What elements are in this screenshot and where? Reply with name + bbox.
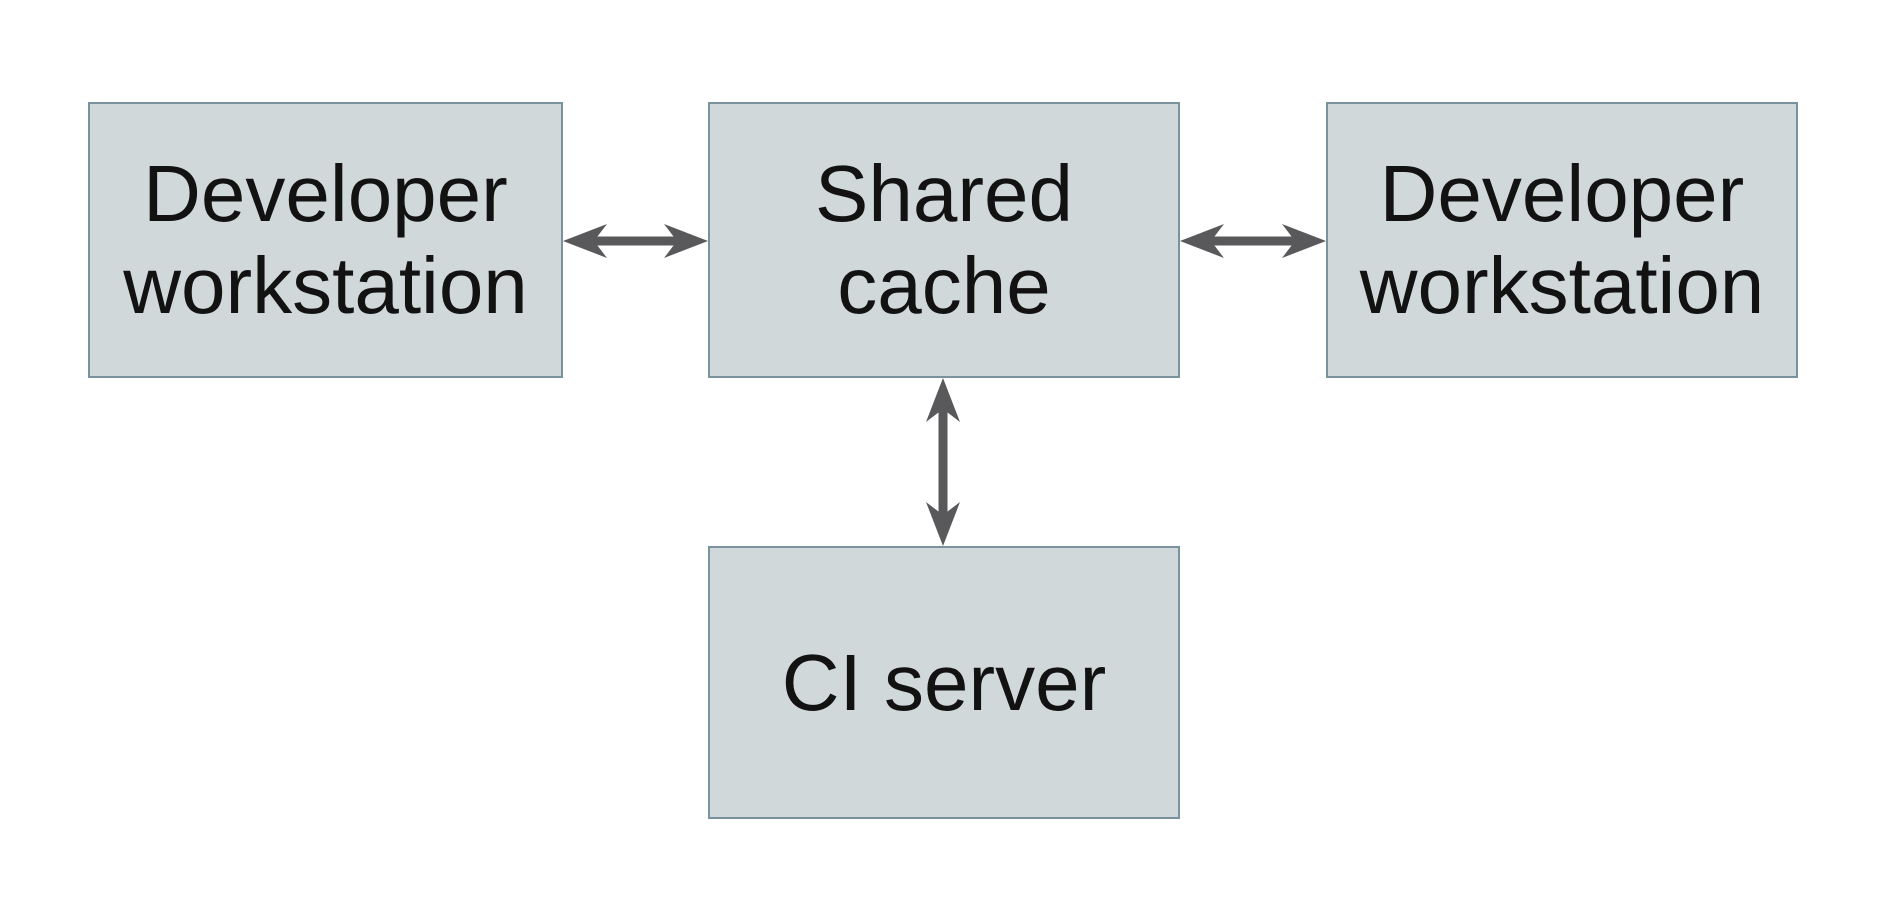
bidirectional-arrow-shared-cache-right-workstation xyxy=(1180,224,1326,258)
arrow-shaft xyxy=(1206,236,1300,246)
node-label-line: cache xyxy=(837,241,1051,330)
arrow-head-down-icon xyxy=(926,502,960,546)
node-label-line: workstation xyxy=(123,241,528,330)
node-label: Shared cache xyxy=(815,148,1073,332)
node-label-line: Shared xyxy=(815,149,1073,238)
node-label-line: workstation xyxy=(1359,241,1765,330)
node-label-line: Developer xyxy=(143,149,508,238)
node-ci-server: CI server xyxy=(708,546,1180,819)
node-label: Developer workstation xyxy=(1360,148,1765,332)
node-label: Developer workstation xyxy=(123,148,528,332)
arrow-head-left-icon xyxy=(563,224,607,258)
arrow-head-right-icon xyxy=(664,224,708,258)
arrow-head-right-icon xyxy=(1282,224,1326,258)
bidirectional-arrow-left-workstation-shared-cache xyxy=(563,224,708,258)
arrow-shaft xyxy=(938,404,948,520)
node-label-line: Developer xyxy=(1379,149,1745,238)
node-shared-cache: Shared cache xyxy=(708,102,1180,378)
node-developer-workstation-right: Developer workstation xyxy=(1326,102,1798,378)
bidirectional-arrow-shared-cache-ci-server xyxy=(926,378,960,546)
node-developer-workstation-left: Developer workstation xyxy=(88,102,563,378)
arrow-shaft xyxy=(589,236,682,246)
arrow-head-left-icon xyxy=(1180,224,1224,258)
node-label-line: CI server xyxy=(781,637,1107,727)
node-label: CI server xyxy=(782,637,1107,729)
arrow-head-up-icon xyxy=(926,378,960,422)
